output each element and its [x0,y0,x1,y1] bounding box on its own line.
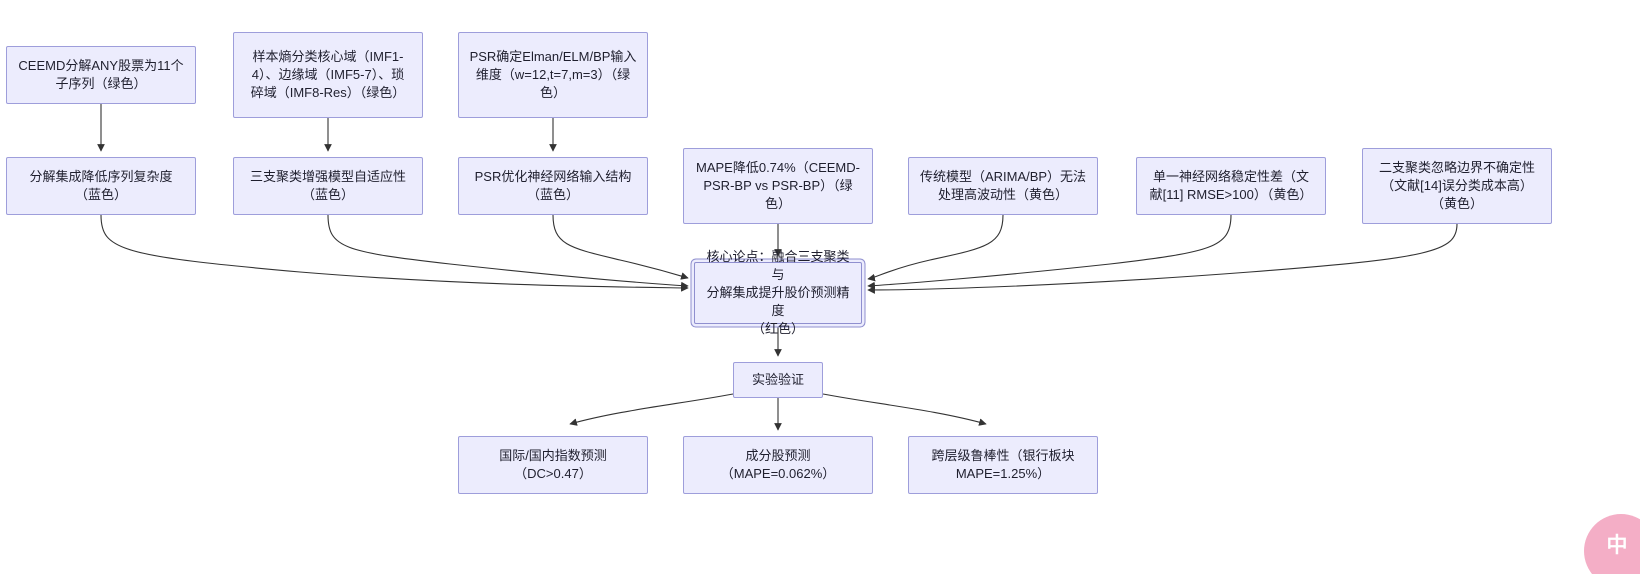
node-label: PSR优化神经网络输入结构 （蓝色） [474,169,632,202]
node-label: 二支聚类忽略边界不确定性 （文献[14]误分类成本高） （黄色） [1378,160,1535,211]
edge-y1-core [867,214,1004,282]
edge-exp-r3 [822,393,987,426]
node-label: 实验验证 [751,372,804,387]
node-mape-reduction-evidence[interactable]: MAPE降低0.74%（CEEMD- PSR-BP vs PSR-BP）（绿 色… [683,148,873,224]
node-traditional-model-limitation[interactable]: 传统模型（ARIMA/BP）无法 处理高波动性（黄色） [908,157,1098,215]
node-single-network-instability[interactable]: 单一神经网络稳定性差（文 献[11] RMSE>100）（黄色） [1136,157,1326,215]
node-experimental-validation[interactable]: 实验验证 [733,362,823,398]
edge-b2-core [327,214,689,290]
node-decomposition-reduces-complexity[interactable]: 分解集成降低序列复杂度 （蓝色） [6,157,196,215]
node-label: 国际/国内指数预测 （DC>0.47） [499,448,607,481]
node-label: 核心论点：融合三支聚类与 分解集成提升股价预测精度 （红色） [706,249,850,336]
node-core-argument[interactable]: 核心论点：融合三支聚类与 分解集成提升股价预测精度 （红色） [694,249,862,336]
node-label: 样本熵分类核心域（IMF1- 4）、边缘域（IMF5-7）、琐 碎域（IMF8-… [250,49,406,100]
node-cross-level-robustness-result[interactable]: 跨层级鲁棒性（银行板块 MAPE=1.25%） [908,436,1098,494]
edge-exp-r1 [569,393,734,426]
edge-b1-core [100,214,689,292]
node-label: 成分股预测 （MAPE=0.062%） [720,448,836,481]
node-two-way-clustering-boundary[interactable]: 二支聚类忽略边界不确定性 （文献[14]误分类成本高） （黄色） [1362,148,1552,224]
edge-y2-core [867,214,1232,290]
edge-b3-core [552,214,689,280]
node-three-way-clustering-adaptivity[interactable]: 三支聚类增强模型自适应性 （蓝色） [233,157,423,215]
node-label: 传统模型（ARIMA/BP）无法 处理高波动性（黄色） [919,169,1087,202]
node-psr-optimizes-network-input[interactable]: PSR优化神经网络输入结构 （蓝色） [458,157,648,215]
node-label: CEEMD分解ANY股票为11个 子序列（绿色） [18,58,184,91]
watermark-glyph: 中 [1606,533,1628,557]
node-label: MAPE降低0.74%（CEEMD- PSR-BP vs PSR-BP）（绿 色… [696,160,860,211]
watermark-badge: 中 [1584,514,1640,574]
node-ceemd-decomposition[interactable]: CEEMD分解ANY股票为11个 子序列（绿色） [6,46,196,104]
node-label: PSR确定Elman/ELM/BP输入 维度（w=12,t=7,m=3）（绿 色… [469,49,637,100]
node-index-forecast-result[interactable]: 国际/国内指数预测 （DC>0.47） [458,436,648,494]
node-label: 分解集成降低序列复杂度 （蓝色） [29,169,173,202]
node-label: 三支聚类增强模型自适应性 （蓝色） [249,169,406,202]
node-label: 单一神经网络稳定性差（文 献[11] RMSE>100）（黄色） [1149,169,1313,202]
node-psr-input-dimension[interactable]: PSR确定Elman/ELM/BP输入 维度（w=12,t=7,m=3）（绿 色… [458,32,648,118]
node-sample-entropy-classification[interactable]: 样本熵分类核心域（IMF1- 4）、边缘域（IMF5-7）、琐 碎域（IMF8-… [233,32,423,118]
edge-y3-core [867,223,1458,294]
node-label: 跨层级鲁棒性（银行板块 MAPE=1.25%） [931,448,1075,481]
node-constituent-stock-forecast-result[interactable]: 成分股预测 （MAPE=0.062%） [683,436,873,494]
